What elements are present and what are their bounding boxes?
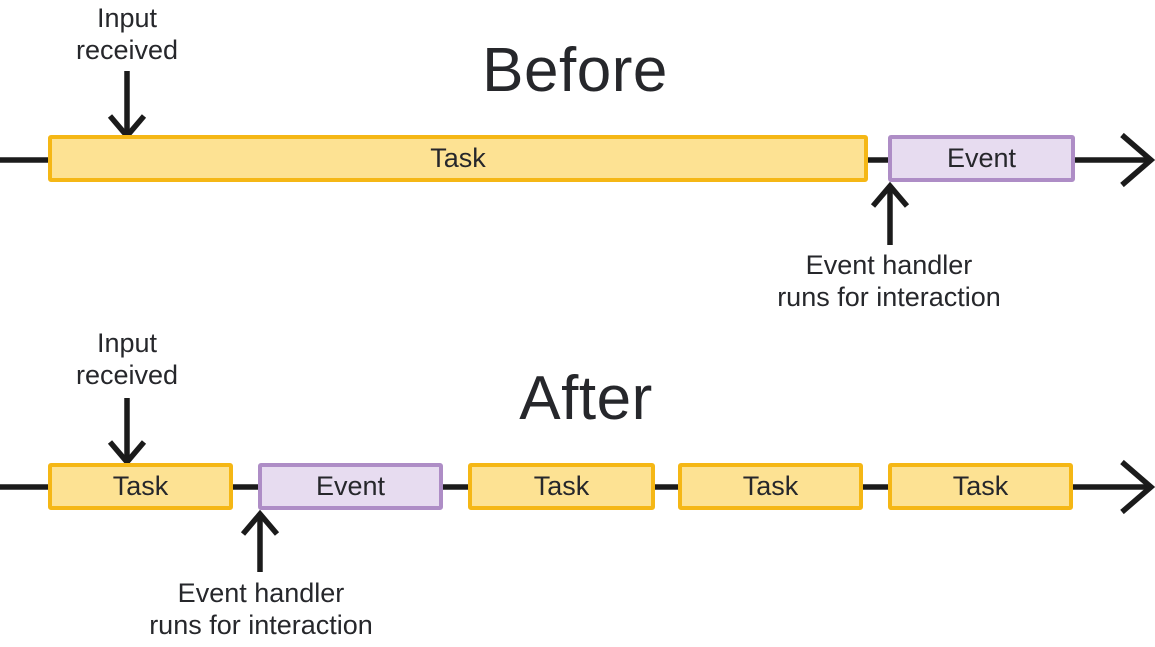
right-arrowhead-icon: [1120, 132, 1155, 188]
task-box-label: Task: [952, 471, 1009, 501]
before-event-box: Event: [888, 135, 1075, 182]
event-box-label: Event: [315, 471, 386, 501]
up-arrowhead-icon: [870, 181, 910, 208]
after-handler-arrow: [240, 509, 280, 572]
task-box-label: Task: [533, 471, 590, 501]
before-input-received-label: Input received: [76, 2, 178, 66]
input-label-line2: received: [75, 360, 179, 390]
task-box-label: Task: [430, 143, 486, 173]
after-task-box-4: Task: [888, 463, 1073, 510]
handler-label-line2: runs for interaction: [149, 610, 373, 640]
handler-label-line2: runs for interaction: [777, 282, 1001, 312]
before-input-arrow: [107, 71, 147, 141]
before-handler-arrow: [870, 181, 910, 245]
handler-label-line1: Event handler: [177, 578, 345, 608]
before-event-handler-label: Event handler runs for interaction: [777, 249, 1001, 313]
after-title: After: [519, 364, 653, 433]
after-input-arrow: [107, 398, 147, 467]
after-input-received-label: Input received: [76, 327, 178, 391]
task-box-label: Task: [112, 471, 169, 501]
after-task-box-2: Task: [468, 463, 655, 510]
input-label-line1: Input: [96, 3, 158, 33]
after-event-handler-label: Event handler runs for interaction: [149, 577, 373, 641]
before-title: Before: [482, 36, 668, 105]
after-task-box-3: Task: [678, 463, 863, 510]
down-arrowhead-icon: [107, 440, 147, 467]
task-box-label: Task: [742, 471, 799, 501]
before-task-box: Task: [48, 135, 868, 182]
right-arrowhead-icon: [1120, 459, 1155, 515]
after-task-box-1: Task: [48, 463, 233, 510]
handler-label-line1: Event handler: [805, 250, 973, 280]
input-label-line2: received: [75, 35, 179, 65]
after-event-box: Event: [258, 463, 443, 510]
input-label-line1: Input: [96, 328, 158, 358]
up-arrowhead-icon: [240, 509, 280, 536]
event-box-label: Event: [946, 143, 1017, 173]
